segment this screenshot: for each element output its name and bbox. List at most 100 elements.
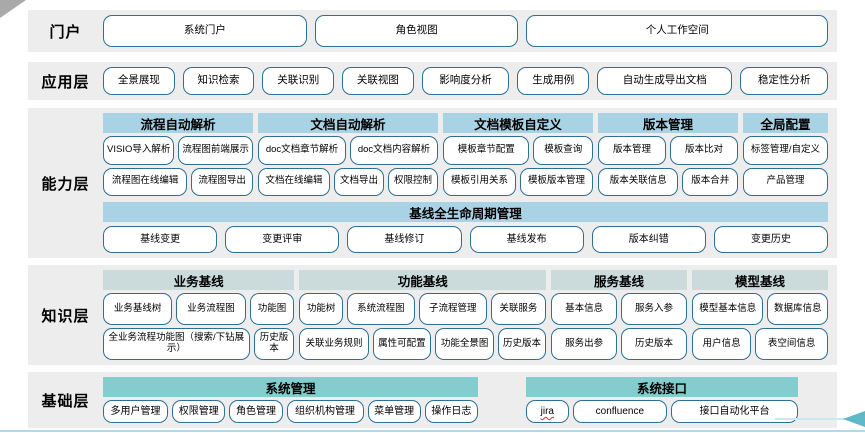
diagram-box: 业务流程图 bbox=[176, 293, 246, 325]
diagram-box: 功能树 bbox=[299, 293, 343, 325]
diagram-box: 基线变更 bbox=[103, 226, 218, 253]
group-header: 文档模板自定义 bbox=[443, 113, 593, 133]
group-header: 文档自动解析 bbox=[258, 113, 438, 133]
diagram-box: 版本关联信息 bbox=[598, 167, 679, 196]
diagram-box: 系统门户 bbox=[103, 15, 307, 47]
diagram-box: 影响度分析 bbox=[421, 67, 510, 95]
button-row: 全景展现知识检索关联识别关联视图影响度分析生成用例自动生成导出文档稳定性分析 bbox=[103, 67, 829, 95]
diagram-box: 基线修订 bbox=[347, 226, 462, 253]
layer-label-foundation: 基础层 bbox=[41, 392, 90, 410]
group-header: 版本管理 bbox=[598, 113, 738, 133]
diagram-box: 流程图在线编辑 bbox=[103, 167, 188, 196]
group-row: 服务出参历史版本 bbox=[551, 328, 688, 360]
diagram-box: 历史版本 bbox=[253, 328, 295, 360]
diagram-box: 变更历史 bbox=[713, 226, 829, 253]
diagram-box: 关联服务 bbox=[490, 293, 547, 325]
group-header: 系统接口 bbox=[526, 377, 798, 397]
group-row: 模板章节配置模板查询 bbox=[443, 136, 593, 165]
group-业务基线: 业务基线业务基线树业务流程图功能图全业务流程功能图（搜索/下钻展示）历史版本 bbox=[103, 270, 295, 360]
layer-label-application: 应用层 bbox=[41, 73, 90, 91]
group-row: 模型基本信息数据库信息 bbox=[692, 293, 828, 325]
bottom-border-line bbox=[0, 430, 865, 432]
diagram-box: 版本合并 bbox=[682, 167, 738, 196]
diagram-box: 生成用例 bbox=[517, 67, 590, 95]
arrow-line bbox=[775, 418, 847, 420]
group-服务基线: 服务基线基本信息服务入参服务出参历史版本 bbox=[551, 270, 688, 360]
diagram-box: doc文档内容解析 bbox=[350, 136, 438, 165]
diagram-box: 版本比对 bbox=[670, 136, 738, 165]
diagram-box: 角色视图 bbox=[314, 15, 519, 47]
group-header: 全局配置 bbox=[743, 113, 828, 133]
layer-label-capability: 能力层 bbox=[41, 175, 90, 193]
diagram-box: 角色管理 bbox=[229, 400, 283, 423]
group-版本管理: 版本管理版本管理版本比对版本关联信息版本合并 bbox=[598, 113, 738, 196]
diagram-box: 业务基线树 bbox=[103, 293, 173, 325]
diagram-box: 用户信息 bbox=[692, 328, 752, 360]
group-row: 全业务流程功能图（搜索/下钻展示）历史版本 bbox=[103, 328, 295, 360]
diagram-box: 子流程管理 bbox=[418, 293, 487, 325]
diagram-box: 版本纠错 bbox=[591, 226, 706, 253]
group-row: 基本信息服务入参 bbox=[551, 293, 688, 325]
button-row: 系统门户角色视图个人工作空间 bbox=[103, 15, 829, 47]
diagram-box: 变更评审 bbox=[225, 226, 340, 253]
diagram-box: VISIO导入解析 bbox=[103, 136, 175, 165]
group-row: 文档在线编辑文档导出权限控制 bbox=[258, 167, 438, 196]
group-header: 系统管理 bbox=[103, 377, 478, 397]
group-row: 产品管理 bbox=[743, 167, 828, 196]
diagram-box: 操作日志 bbox=[424, 400, 479, 423]
group-header: 流程自动解析 bbox=[103, 113, 253, 133]
diagram-box: 权限管理 bbox=[172, 400, 226, 423]
diagram-box: 组织机构管理 bbox=[286, 400, 364, 423]
group-row: 用户信息表空间信息 bbox=[692, 328, 828, 360]
diagram-box: 模板章节配置 bbox=[443, 136, 530, 165]
diagram-box: 功能图 bbox=[249, 293, 295, 325]
group-row: 流程图在线编辑流程图导出 bbox=[103, 167, 254, 196]
diagram-box: 知识检索 bbox=[182, 67, 255, 95]
diagram-box: 自动生成导出文档 bbox=[597, 67, 733, 95]
group-row: 版本关联信息版本合并 bbox=[598, 167, 738, 196]
diagram-box: 全景展现 bbox=[103, 67, 175, 95]
diagram-box: 关联识别 bbox=[262, 67, 335, 95]
diagram-box: 菜单管理 bbox=[367, 400, 421, 423]
layer-content-application: 全景展现知识检索关联识别关联视图影响度分析生成用例自动生成导出文档稳定性分析 bbox=[103, 62, 837, 100]
group-columns: 业务基线业务基线树业务流程图功能图全业务流程功能图（搜索/下钻展示）历史版本功能… bbox=[103, 270, 828, 360]
diagram-box: 权限控制 bbox=[388, 167, 438, 196]
diagram-box: 标签管理/自定义 bbox=[743, 136, 828, 165]
diagram-box: 个人工作空间 bbox=[526, 15, 829, 47]
group-全局配置: 全局配置标签管理/自定义产品管理 bbox=[743, 113, 828, 196]
layer-content-portal: 系统门户角色视图个人工作空间 bbox=[103, 10, 837, 52]
diagram-box: 全业务流程功能图（搜索/下钻展示） bbox=[103, 328, 250, 360]
diagram-box: jira bbox=[526, 400, 569, 423]
diagram-box: 历史版本 bbox=[497, 328, 547, 360]
corner-fold-decoration bbox=[0, 0, 26, 18]
diagram-box: 关联视图 bbox=[342, 67, 414, 95]
diagram-box: doc文档章节解析 bbox=[258, 136, 346, 165]
group-row: VISIO导入解析流程图前端展示 bbox=[103, 136, 253, 165]
diagram-box: 产品管理 bbox=[743, 167, 828, 196]
diagram-box: 服务出参 bbox=[551, 328, 618, 360]
layer-content-knowledge: 业务基线业务基线树业务流程图功能图全业务流程功能图（搜索/下钻展示）历史版本功能… bbox=[103, 265, 837, 365]
group-header: 模型基线 bbox=[692, 270, 828, 290]
diagram-box: 版本管理 bbox=[598, 136, 666, 165]
diagram-box: 流程图导出 bbox=[191, 167, 254, 196]
layer-portal: 门户系统门户角色视图个人工作空间 bbox=[28, 10, 837, 52]
diagram-box: 模板查询 bbox=[533, 136, 593, 165]
diagram-box: 文档导出 bbox=[334, 167, 384, 196]
group-模型基线: 模型基线模型基本信息数据库信息用户信息表空间信息 bbox=[692, 270, 828, 360]
diagram-box: 文档在线编辑 bbox=[258, 167, 330, 196]
diagram-box: 表空间信息 bbox=[755, 328, 828, 360]
group-header: 业务基线 bbox=[103, 270, 295, 290]
diagram-box: 服务入参 bbox=[621, 293, 688, 325]
diagram-box: 关联业务规则 bbox=[299, 328, 369, 360]
diagram-box: 稳定性分析 bbox=[740, 67, 829, 95]
group-row: 模板引用关系模板版本管理 bbox=[443, 167, 593, 196]
left-arrow-icon bbox=[843, 411, 865, 427]
